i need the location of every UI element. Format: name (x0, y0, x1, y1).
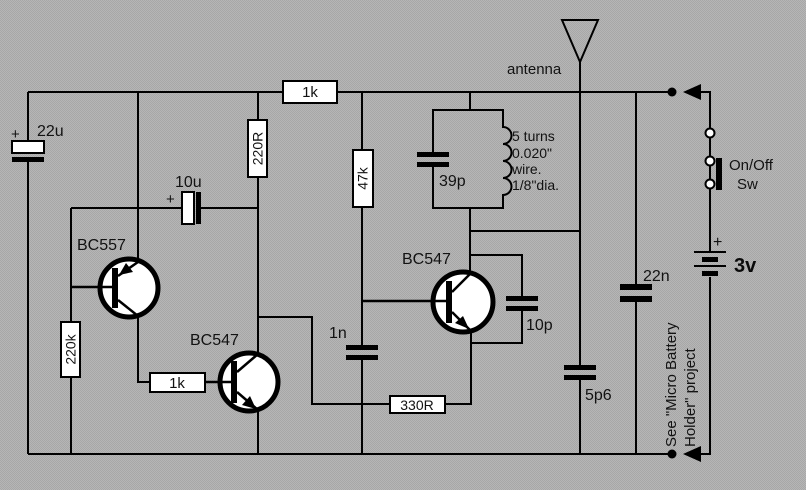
resistor-1k-supply-label: 1k (302, 84, 318, 101)
arrow-left-icon-bottom (683, 446, 701, 462)
c5p6-label: 5p6 (585, 387, 612, 404)
bc547-right-npn-arrow (455, 316, 469, 329)
resistor-1k-base-label: 1k (169, 375, 185, 392)
c10p-plate-top (506, 296, 538, 301)
on-off-switch (704, 127, 716, 190)
c1n-plate-bottom (346, 355, 378, 360)
switch-label-line2: Sw (737, 176, 758, 193)
c10u-negative-plate (196, 192, 201, 224)
antenna-label: antenna (507, 61, 562, 78)
c22n-label: 22n (643, 268, 670, 285)
battery-holder-note-line2: Holder" project (682, 347, 699, 447)
resistor-220k-label: 220k (63, 333, 79, 364)
antenna-icon (560, 19, 600, 65)
switch-terminal-1 (704, 127, 716, 139)
q2-label: BC547 (190, 332, 239, 349)
c39p-plate-bottom (417, 162, 449, 167)
bc557-base-bar (112, 268, 118, 308)
wire-tank-loop (432, 109, 513, 209)
resistor-1k-supply (282, 80, 338, 104)
capacitor-plates (12, 152, 722, 380)
resistor-220k (60, 321, 81, 378)
wire-switch-column (701, 91, 711, 251)
c22u-negative-plate (12, 157, 44, 162)
q3-label: BC547 (402, 251, 451, 268)
resistor-330r-label: 330R (400, 397, 433, 413)
wire-battery-long-plates (694, 251, 726, 267)
labels: + 22u + 10u BC557 BC547 BC547 1k 220R 47… (11, 61, 774, 447)
c39p-plate-top (417, 152, 449, 157)
bc557-collector-lead (117, 299, 139, 317)
wire-battery-column (701, 277, 711, 455)
bc547-right-base-bar (446, 281, 452, 323)
transistor-bc557 (71, 256, 161, 320)
c10u-label: 10u (175, 174, 202, 191)
switch-terminal-3 (704, 178, 716, 190)
coil-note-line4: 1/8"dia. (512, 177, 559, 193)
c1n-plate-top (346, 345, 378, 350)
wire-q1-collector (137, 315, 150, 383)
wire-audio-link (258, 316, 390, 405)
wires (27, 62, 726, 455)
resistor-47k (352, 149, 374, 208)
bc547-left-collector-lead (236, 353, 259, 373)
switch-actuator (716, 158, 722, 190)
c22u-positive-plate (11, 140, 45, 154)
component-bodies (11, 80, 446, 414)
coil-note-line3: wire. (511, 161, 542, 177)
switch-terminal-2 (704, 155, 716, 167)
c10p-label: 10p (526, 317, 553, 334)
arrow-left-icon-top (683, 84, 701, 100)
battery-short-plate-2 (702, 271, 718, 276)
c10u-polarity: + (166, 191, 175, 208)
resistor-220r (247, 119, 268, 178)
coil-note-line1: 5 turns (512, 128, 555, 144)
battery-voltage-label: 3v (734, 255, 757, 277)
resistor-330r (389, 395, 446, 414)
bc547-right-collector-lead (451, 272, 472, 293)
bc547-left-base-bar (231, 361, 237, 403)
wire-c10p-loop (471, 254, 523, 344)
coil-note-line2: 0.020" (512, 145, 552, 161)
c22u-label: 22u (37, 123, 64, 140)
transistor-bc547-right (362, 269, 496, 335)
c22n-plate-top (620, 284, 652, 290)
c22n-plate-bottom (620, 296, 652, 302)
c1n-label: 1n (329, 325, 347, 342)
battery-short-plate-1 (702, 257, 718, 262)
transistor-bc547-left (205, 350, 281, 414)
switch-label-line1: On/Off (729, 157, 774, 174)
wire-330r-to-emitter (445, 331, 472, 405)
junction-dot-bottom (667, 449, 677, 459)
battery-holder-note-line1: See "Micro Battery (663, 322, 680, 447)
c22u-polarity: + (11, 126, 20, 143)
q1-label: BC557 (77, 237, 126, 254)
resistor-220r-label: 220R (250, 132, 266, 165)
battery-holder-note: See "Micro Battery Holder" project (663, 318, 699, 447)
c5p6-plate-top (564, 365, 596, 370)
c39p-label: 39p (439, 173, 466, 190)
bc557-pnp-arrow (119, 263, 133, 275)
c10p-plate-bottom (506, 306, 538, 311)
battery-polarity: + (713, 234, 722, 251)
wire-collector-link (469, 208, 580, 273)
c5p6-plate-bottom (564, 375, 596, 380)
resistor-47k-label: 47k (355, 166, 371, 190)
c10u-positive-plate (181, 191, 195, 225)
junction-dot-top (667, 87, 677, 97)
bc547-left-npn-arrow (242, 396, 256, 409)
